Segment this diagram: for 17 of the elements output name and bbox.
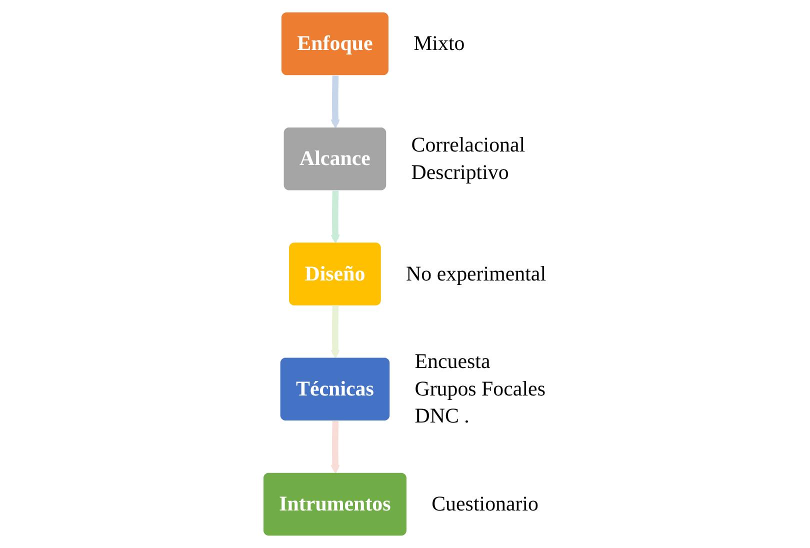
node-box: Enfoque bbox=[281, 12, 388, 76]
list-item-text: No experimental bbox=[406, 261, 546, 286]
list-item-text: Correlacional bbox=[411, 132, 526, 157]
arrow bbox=[330, 190, 340, 244]
node-box: Diseño bbox=[289, 242, 381, 306]
node-box: Intrumentos bbox=[263, 472, 406, 536]
arrow bbox=[330, 76, 340, 128]
list-item-text: Grupos Focales bbox=[414, 376, 546, 400]
list-item-text: DNC . bbox=[414, 404, 470, 428]
list-item-text: Cuestionario bbox=[432, 492, 539, 516]
list-item-text: Mixto bbox=[414, 31, 465, 56]
node-box: Alcance bbox=[284, 128, 386, 190]
list-item-text: Encuesta bbox=[414, 349, 490, 374]
node-box: Técnicas bbox=[280, 358, 390, 420]
arrow bbox=[330, 420, 340, 474]
list-item-text: Descriptivo bbox=[411, 160, 509, 184]
arrow bbox=[330, 306, 340, 359]
